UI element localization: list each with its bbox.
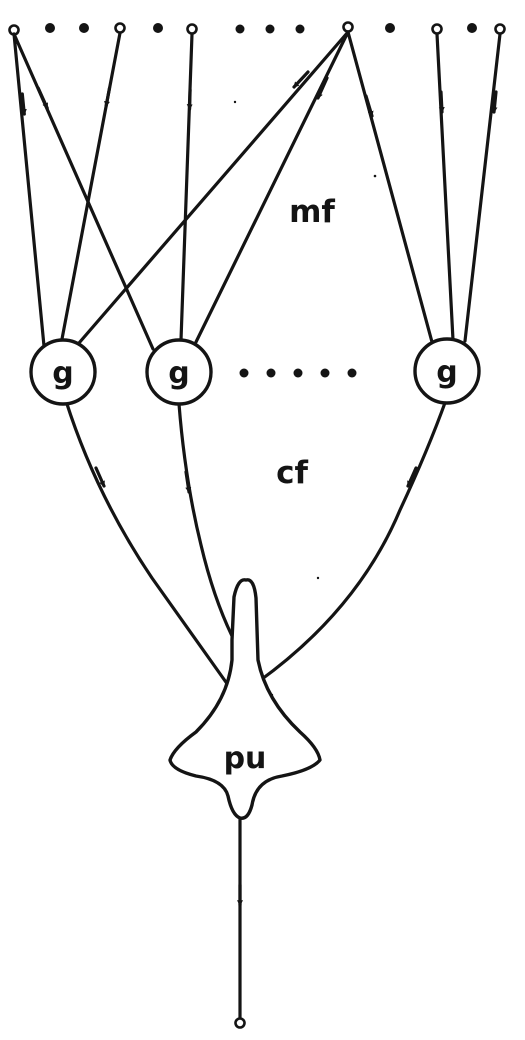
purkinje-cell-body	[168, 578, 322, 820]
granule-cell-2: g	[145, 338, 213, 406]
granule-ellipsis	[239, 368, 357, 378]
granule-cell-1: g	[29, 338, 97, 406]
climbing-fiber-curve	[256, 398, 448, 684]
input-terminal-2	[114, 22, 126, 34]
output-terminal	[234, 1017, 246, 1029]
granule-cell-label: g	[168, 356, 189, 391]
arrow-down-icon	[438, 90, 445, 114]
granule-cell-label: g	[52, 356, 73, 391]
arrow-down-icon	[104, 86, 112, 108]
mossy-fiber-line	[179, 32, 194, 342]
granule-cell-label: g	[436, 355, 457, 390]
input-terminal-6	[494, 23, 506, 35]
input-terminal-5	[431, 23, 443, 35]
ellipsis-dot	[347, 368, 357, 378]
granule-cell-circle	[145, 338, 213, 406]
purkinje-cell-label: pu	[224, 741, 267, 776]
input-terminal-4	[342, 21, 354, 33]
ellipsis-dot	[320, 368, 330, 378]
mossy-fiber-line	[77, 30, 350, 345]
ellipsis-dot	[265, 24, 275, 34]
arrow-down-icon	[186, 88, 193, 111]
ellipsis-dot	[239, 368, 249, 378]
speckle	[270, 693, 274, 697]
speckle	[316, 576, 320, 580]
speckle	[373, 174, 377, 178]
input-dot	[385, 23, 395, 33]
mossy-fiber-line	[12, 32, 46, 348]
granule-cell-3: g	[413, 337, 481, 405]
mossy-fiber-line	[60, 31, 122, 341]
mossy-fiber-connections	[12, 30, 502, 351]
climbing-fiber-label: cf	[276, 455, 308, 491]
input-dot	[79, 23, 89, 33]
mossy-fiber-line	[194, 30, 350, 344]
climbing-fiber-curve	[64, 399, 230, 687]
arrow-down-icon	[406, 466, 418, 488]
arrow-down-icon	[94, 466, 106, 488]
arrow-down-icon	[316, 76, 329, 100]
output-axon	[234, 816, 246, 1029]
granule-cell-circle	[413, 337, 481, 405]
ellipsis-dot	[235, 24, 245, 34]
input-dot	[467, 23, 477, 33]
mossy-fiber-line	[12, 32, 155, 351]
speckle	[92, 361, 96, 365]
input-dot	[45, 23, 55, 33]
climbing-fiber-curve	[177, 402, 236, 642]
ellipsis-dot	[295, 24, 305, 34]
ellipsis-dot	[293, 368, 303, 378]
input-terminal-3	[186, 23, 198, 35]
input-dot-row	[8, 21, 506, 36]
arrow-down-icon	[20, 92, 27, 116]
input-dot	[153, 23, 163, 33]
ellipsis-dot	[266, 368, 276, 378]
scan-speckles	[92, 100, 377, 697]
arrow-down-icon	[364, 94, 374, 118]
granule-cell-circle	[29, 338, 97, 406]
mossy-fiber-arrows	[20, 70, 498, 118]
speckle	[233, 100, 237, 104]
arrow-down-icon	[292, 70, 310, 89]
arrow-down-icon	[36, 86, 49, 110]
mossy-fiber-line	[463, 32, 502, 343]
arrow-down-icon	[184, 470, 192, 494]
purkinje-cell: pu	[168, 578, 322, 820]
mossy-fiber-line	[435, 32, 455, 342]
arrow-down-icon	[491, 90, 498, 114]
mossy-fiber-line	[346, 30, 434, 344]
climbing-fiber-connections	[64, 398, 448, 687]
mossy-fiber-label: mf	[289, 194, 335, 230]
